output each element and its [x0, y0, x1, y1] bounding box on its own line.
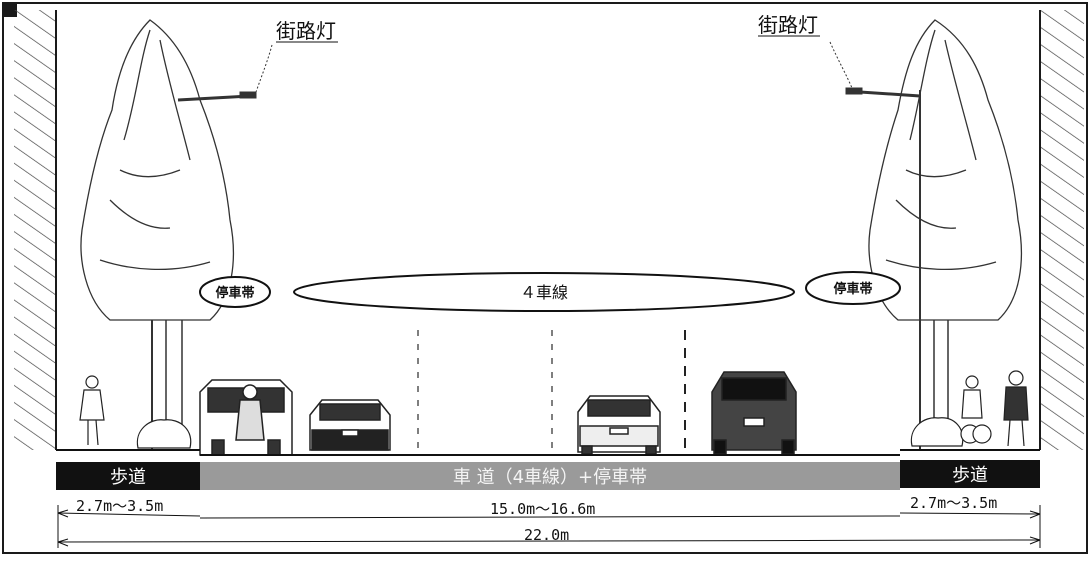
sidewalk-band-right — [900, 460, 1040, 488]
street-light-label-right: 街路灯 — [758, 13, 818, 37]
left-building-wall — [14, 10, 57, 450]
van-left — [199, 379, 293, 456]
shrub-left — [136, 419, 192, 449]
cyclist-right — [960, 375, 992, 444]
street-light-label-left: 街路灯 — [276, 19, 336, 43]
suv-right — [711, 371, 797, 455]
left-street-light — [177, 44, 273, 102]
roadway-label: 車 道（4車線）+停車帯 — [453, 467, 647, 488]
parking-ellipse-right: 停車帯 — [805, 271, 901, 305]
dimension-sidewalk-right: 2.7m～3.5m — [910, 494, 997, 512]
parking-label-left: 停車帯 — [215, 285, 254, 301]
dimension-roadway: 15.0m～16.6m — [490, 500, 595, 518]
car-left — [309, 399, 391, 451]
dimension-total: 22.0m — [524, 526, 569, 544]
parking-label-right: 停車帯 — [833, 281, 872, 297]
sidewalk-label-right: 歩道 — [952, 465, 988, 486]
car-right — [577, 395, 661, 455]
sidewalk-label-left: 歩道 — [110, 467, 146, 488]
lane-divider-lines — [417, 330, 686, 455]
right-street-light — [829, 41, 921, 98]
pedestrian-left — [79, 375, 105, 446]
dimension-lines — [57, 505, 1041, 548]
corner-mark — [3, 3, 17, 17]
right-building-wall — [1039, 10, 1084, 450]
pedestrian-right — [1003, 370, 1029, 447]
sidewalk-band-left — [56, 462, 200, 490]
lanes-label: ４車線 — [520, 283, 568, 302]
dimension-sidewalk-left: 2.7m～3.5m — [76, 497, 163, 515]
lanes-ellipse: ４車線 — [293, 272, 795, 312]
roadway-band — [200, 462, 900, 490]
parking-ellipse-left: 停車帯 — [199, 276, 271, 308]
